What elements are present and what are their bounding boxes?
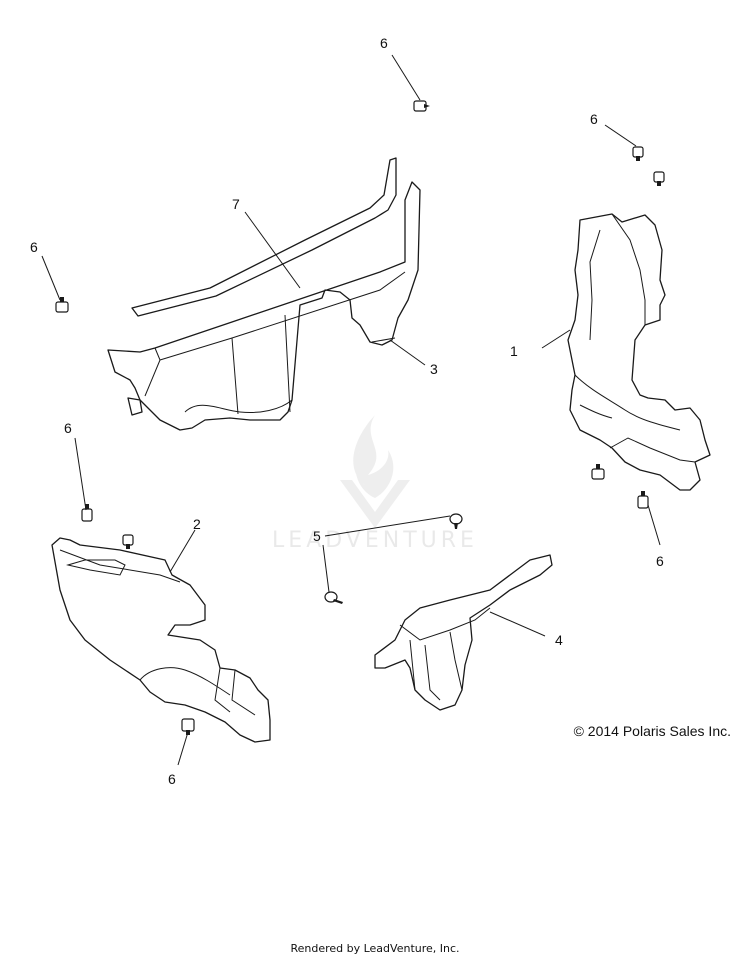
part-4-lower-center-panel [374,554,553,711]
leadventure-watermark: LEADVENTURE [240,410,510,560]
callout-3: 3 [430,361,438,377]
part-3-front-panel [107,181,421,431]
watermark-text: LEADVENTURE [272,528,478,553]
callout-6-top-right: 6 [590,111,598,127]
fastener-clips [55,100,665,735]
callout-6-left: 6 [30,239,38,255]
callout-labels: 6 6 7 6 1 3 6 2 5 6 4 6 [30,35,664,787]
clip-top-right-a [632,146,644,161]
clip-right-lower-b [637,491,649,509]
callout-7: 7 [232,196,240,212]
clip-top-center [413,100,430,112]
clip-left-panel-b [122,534,134,549]
clip-left [55,297,69,313]
footer-rendered-by: Rendered by LeadVenture, Inc. [290,942,460,955]
leader-lines [41,54,661,766]
callout-6-top: 6 [380,35,388,51]
callout-6-mid-left: 6 [64,420,72,436]
callout-1: 1 [510,343,518,359]
callout-4: 4 [555,632,563,648]
callout-2: 2 [193,516,201,532]
clip-top-right-b [653,171,665,186]
screw-5-a [449,513,463,529]
callout-6-right: 6 [656,553,664,569]
copyright-notice: © 2014 Polaris Sales Inc. [573,723,731,739]
clip-right-lower-a [591,464,605,480]
flame-logo-icon [340,415,410,528]
screw-5-b [324,591,343,604]
clip-left-panel-a [81,504,93,522]
callout-6-bottom: 6 [168,771,176,787]
part-1-right-side-panel [567,213,711,491]
part-2-left-side-panel [51,537,271,743]
callout-5: 5 [313,528,321,544]
part-7-trim-strip [131,157,397,317]
